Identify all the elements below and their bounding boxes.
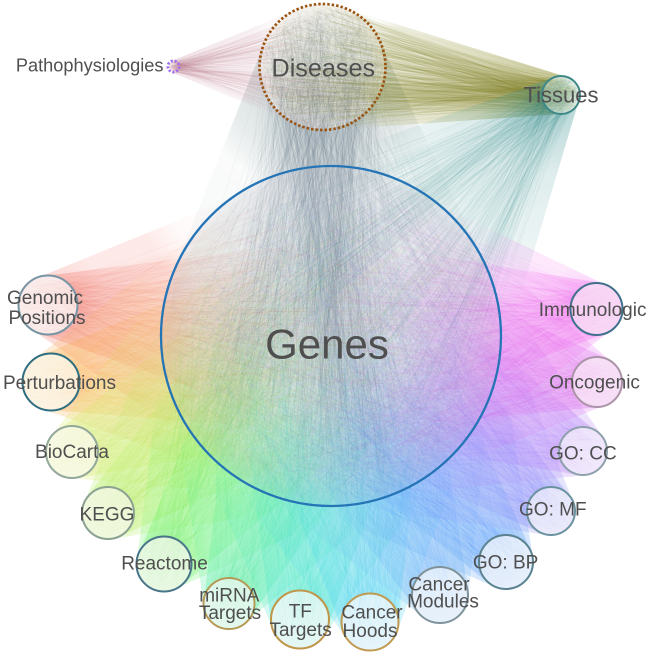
svg-text:Cancer: Cancer [341, 603, 403, 624]
svg-text:KEGG: KEGG [80, 505, 135, 526]
svg-text:GO: MF: GO: MF [519, 500, 587, 521]
svg-text:Hoods: Hoods [343, 621, 398, 642]
svg-text:Tissues: Tissues [524, 83, 599, 108]
svg-text:Reactome: Reactome [121, 554, 208, 575]
svg-text:BioCarta: BioCarta [35, 442, 109, 463]
svg-text:Cancer: Cancer [408, 574, 470, 595]
svg-text:Genomic: Genomic [7, 288, 83, 309]
svg-text:Diseases: Diseases [272, 55, 376, 83]
svg-text:GO: BP: GO: BP [473, 553, 538, 574]
svg-text:Immunologic: Immunologic [539, 300, 647, 321]
svg-text:Positions: Positions [8, 308, 85, 329]
svg-text:Oncogenic: Oncogenic [549, 372, 640, 393]
svg-text:GO: CC: GO: CC [549, 444, 617, 465]
svg-text:TF: TF [289, 602, 312, 623]
svg-text:Targets: Targets [199, 603, 261, 624]
svg-text:miRNA: miRNA [199, 586, 259, 607]
svg-text:Genes: Genes [265, 321, 389, 368]
svg-text:Modules: Modules [407, 592, 479, 613]
svg-text:Pathophysiologies: Pathophysiologies [16, 56, 164, 76]
svg-text:Targets: Targets [269, 620, 331, 641]
svg-text:Perturbations: Perturbations [3, 373, 116, 394]
